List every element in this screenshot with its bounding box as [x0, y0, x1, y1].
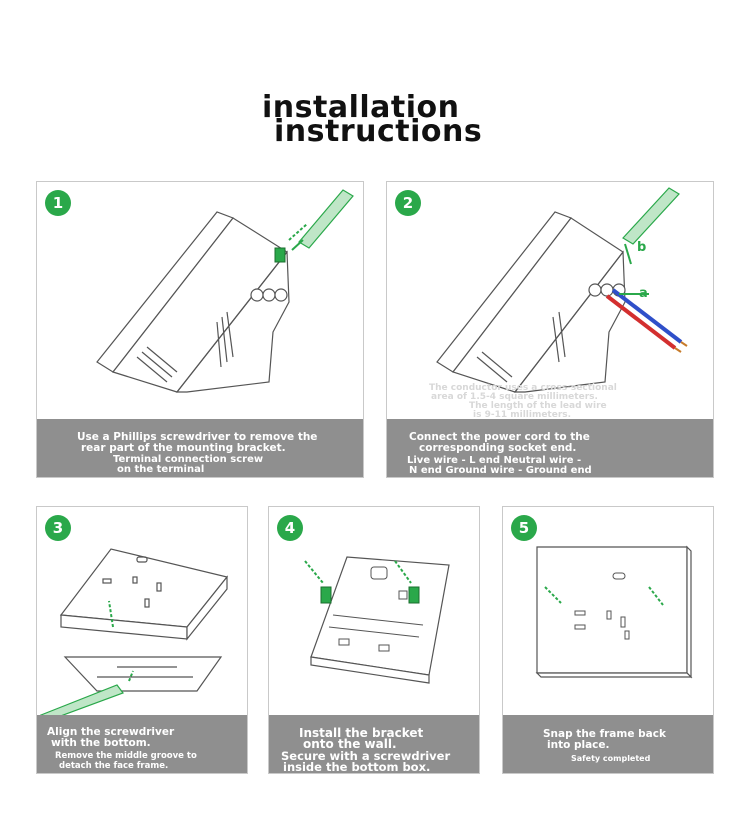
step-2-note-line-1: The conductor uses a cross-sectional [429, 383, 617, 393]
step-5-badge: 5 [511, 515, 537, 541]
step-5-caption-line-3: Safety completed [571, 754, 651, 763]
step-3-caption: Align the screwdriver with the bottom. R… [37, 715, 247, 773]
step-2-badge: 2 [395, 190, 421, 216]
step-4-illustration [304, 556, 450, 684]
step-3-badge: 3 [45, 515, 71, 541]
step-1-illustration [96, 189, 354, 393]
step-1-badge: 1 [45, 190, 71, 216]
arrow-icon [288, 223, 308, 241]
arrow-icon [544, 586, 664, 606]
step-3-panel: 3 Align the screwdriver with the bottom.… [36, 506, 248, 774]
step-4-caption: Install the bracket onto the wall. Secur… [269, 715, 479, 773]
step-2-caption-line-3: Live wire - L end Neutral wire - [407, 455, 582, 466]
step-4-caption-line-1: Install the bracket [299, 726, 424, 740]
step-1-caption: Use a Phillips screwdriver to remove the… [37, 419, 363, 477]
step-5-caption-line-2: into place. [547, 739, 610, 751]
step-2-note-line-3: The length of the lead wire [469, 401, 607, 411]
arrow-icon [619, 243, 649, 295]
step-2-note-line-4: is 9-11 millimeters. [473, 410, 572, 420]
arrow-icon [304, 560, 412, 584]
step-3-illustration [39, 548, 229, 717]
step-3-caption-line-3: Remove the middle groove to [55, 751, 197, 761]
step-2-caption-line-4: N end Ground wire - Ground end [409, 465, 592, 476]
step-1-caption-line-4: on the terminal [117, 464, 205, 475]
step-2-illustration [436, 187, 688, 393]
step-2-panel: a b The conductor uses a cross-sectional… [386, 181, 714, 478]
step-2-caption: Connect the power cord to the correspond… [387, 419, 713, 477]
step-1-caption-line-2: rear part of the mounting bracket. [81, 442, 286, 454]
step-5-caption: Snap the frame back into place. Safety c… [503, 715, 713, 773]
step-5-caption-line-1: Snap the frame back [543, 728, 666, 740]
step-4-panel: 4 Install the bracket onto the wall. Sec… [268, 506, 480, 774]
step-5-illustration [535, 545, 693, 679]
step-3-caption-line-4: detach the face frame. [59, 761, 169, 771]
step-2-note-line-2: area of 1.5-4 square millimeters. [431, 392, 598, 402]
step-3-caption-line-1: Align the screwdriver [47, 726, 175, 738]
screwdriver-icon [622, 187, 680, 245]
step-1-caption-line-1: Use a Phillips screwdriver to remove the [77, 431, 318, 443]
wire-label-b: b [637, 240, 647, 255]
step-4-badge: 4 [277, 515, 303, 541]
screwdriver-icon [39, 684, 124, 717]
screwdriver-icon [291, 189, 354, 251]
step-4-caption-line-4: inside the bottom box. [283, 760, 431, 774]
step-3-caption-line-2: with the bottom. [51, 737, 151, 749]
step-2-caption-line-2: corresponding socket end. [419, 442, 577, 454]
step-4-caption-line-2: onto the wall. [303, 737, 397, 751]
arrow-icon [108, 600, 134, 682]
step-4-caption-line-3: Secure with a screwdriver [281, 749, 451, 763]
wire-label-a: a [639, 286, 648, 301]
step-1-panel: 1 Use a Phillips screwdriver to remove t… [36, 181, 364, 478]
step-2-caption-line-1: Connect the power cord to the [409, 431, 590, 443]
title-line-2: instructions [274, 114, 483, 149]
step-5-panel: 5 Snap the frame back into place. Safety… [502, 506, 714, 774]
step-1-caption-line-3: Terminal connection screw [113, 454, 264, 465]
title-line-1: installation [262, 90, 460, 125]
